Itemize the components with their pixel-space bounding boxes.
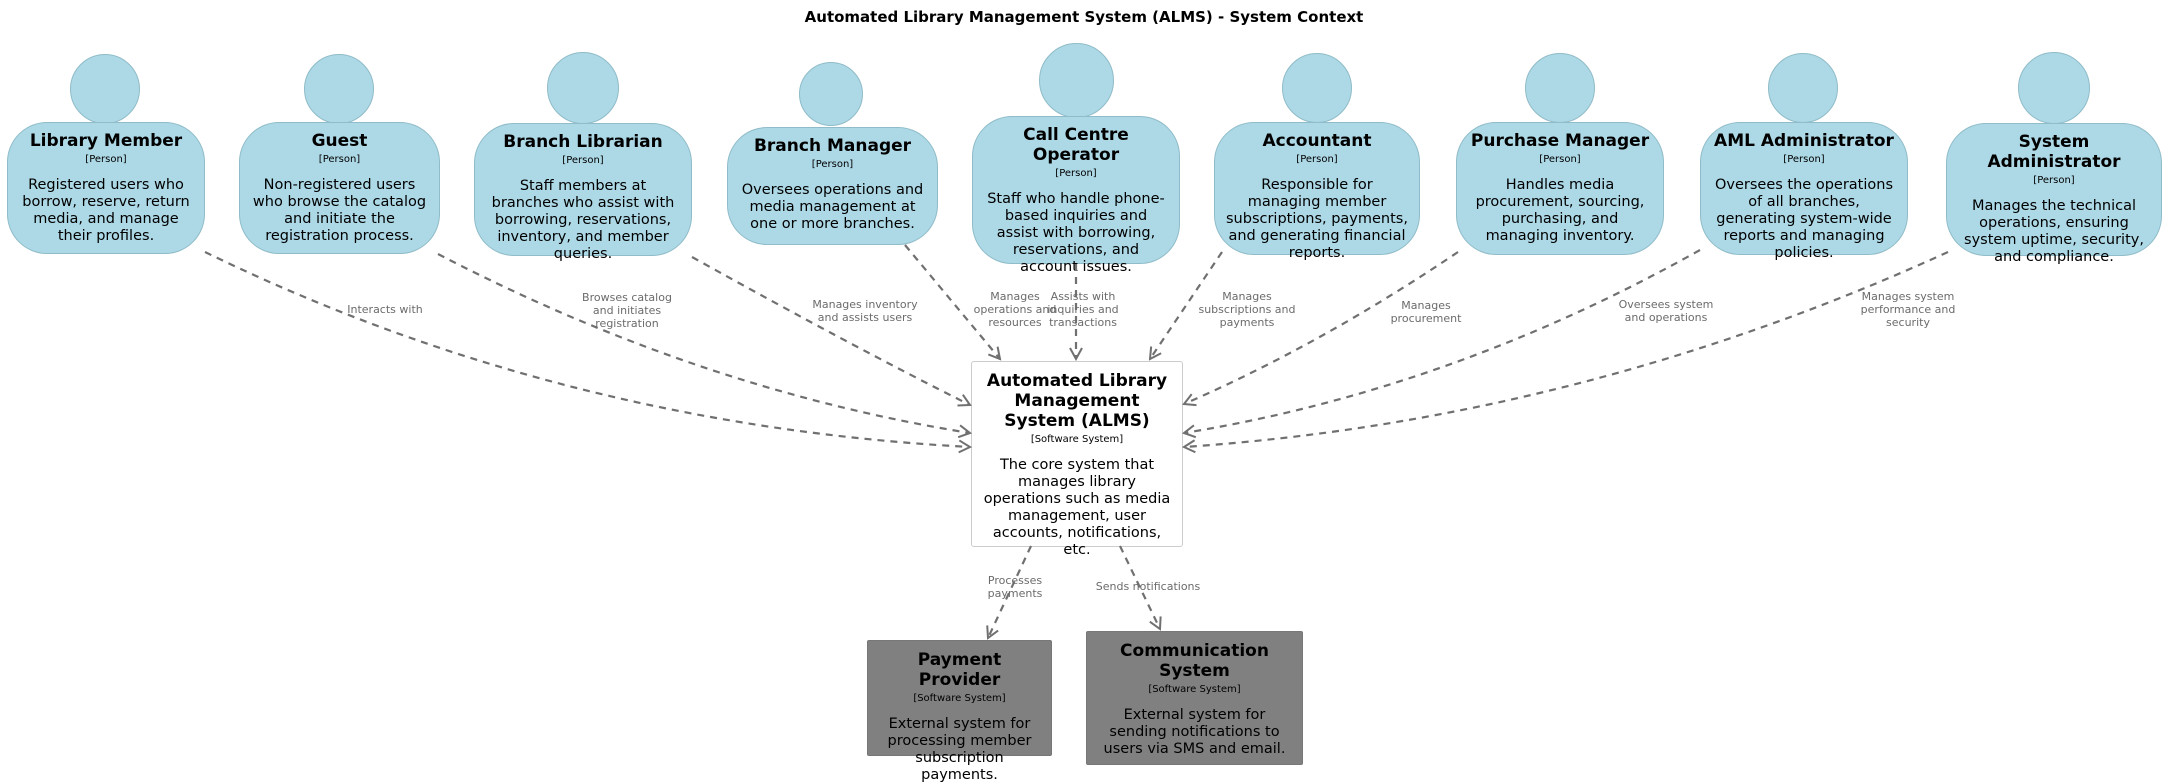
core-system-box[interactable]: Automated Library Management System (ALM… [971, 361, 1183, 558]
person-stereotype: [Person] [1055, 168, 1097, 179]
person-card: Call Centre Operator [Person] Staff who … [972, 116, 1180, 275]
relationship-label: Interacts with [347, 303, 423, 316]
person-name: Branch Librarian [503, 132, 663, 152]
system-stereotype: [Software System] [913, 693, 1006, 704]
external-system-communication-system[interactable]: Communication System [Software System] E… [1086, 631, 1303, 765]
person-stereotype: [Person] [1783, 154, 1825, 165]
person-head-icon [547, 52, 619, 124]
person-name: Accountant [1262, 131, 1372, 151]
person-stereotype: [Person] [1296, 154, 1338, 165]
person-head-icon [1039, 43, 1114, 118]
person-description: Responsible for managing member subscrip… [1226, 177, 1408, 261]
person-description: Staff who handle phone-based inquiries a… [987, 191, 1165, 275]
person-description: Oversees operations and media management… [741, 182, 924, 232]
person-head-icon [2018, 52, 2090, 124]
relationship-arrow [1150, 251, 1223, 359]
person-description: Staff members at branches who assist wit… [491, 178, 675, 262]
external-system-payment-provider[interactable]: Payment Provider [Software System] Exter… [867, 640, 1052, 783]
person-stereotype: [Person] [811, 159, 854, 170]
person-description: Non-registered users who browse the cata… [252, 177, 427, 244]
person-card: Accountant [Person] Responsible for mana… [1214, 122, 1420, 261]
person-card: Purchase Manager [Person] Handles media … [1456, 122, 1664, 255]
person-stereotype: [Person] [562, 155, 604, 166]
system-name: Communication System [1120, 641, 1269, 681]
system-description: The core system that manages library ope… [983, 457, 1171, 558]
relationship-label: Sends notifications [1096, 580, 1201, 593]
relationship-arrow [437, 253, 970, 433]
relationship-arrow [904, 244, 1000, 359]
person-card: System Administrator [Person] Manages th… [1946, 123, 2162, 265]
person-description: Manages the technical operations, ensuri… [1964, 198, 2144, 265]
relationship-arrow [1119, 545, 1160, 629]
relationship-arrow [988, 545, 1032, 638]
person-name: Purchase Manager [1470, 131, 1650, 151]
relationship-arrow [204, 251, 970, 447]
person-stereotype: [Person] [318, 154, 361, 165]
person-card: AML Administrator [Person] Oversees the … [1700, 122, 1908, 261]
person-description: Registered users who borrow, reserve, re… [22, 177, 190, 244]
person-name: Call Centre Operator [1023, 125, 1129, 165]
system-name: Payment Provider [917, 650, 1002, 690]
system-stereotype: [Software System] [1148, 684, 1241, 695]
person-head-icon [799, 62, 863, 126]
person-name: AML Administrator [1714, 131, 1894, 151]
person-card: Library Member [Person] Registered users… [7, 122, 205, 254]
person-stereotype: [Person] [85, 154, 127, 165]
relationship-arrow [1184, 249, 1701, 433]
person-card: Branch Manager [Person] Oversees operati… [727, 127, 938, 245]
person-stereotype: [Person] [2033, 175, 2075, 186]
person-description: Oversees the operations of all branches,… [1714, 177, 1893, 261]
person-head-icon [1768, 53, 1838, 123]
person-name: System Administrator [1987, 132, 2121, 172]
diagram-title: Automated Library Management System (ALM… [804, 8, 1364, 26]
person-name: Library Member [29, 131, 183, 151]
person-card: Branch Librarian [Person] Staff members … [474, 123, 692, 262]
person-description: Handles media procurement, sourcing, pur… [1475, 177, 1645, 244]
system-description: External system for sending notification… [1103, 707, 1286, 757]
relationship-arrow [1184, 251, 1459, 404]
system-name: Automated Library Management System (ALM… [986, 371, 1168, 431]
person-card: Guest [Person] Non-registered users who … [239, 122, 440, 254]
relationship-arrow [691, 256, 970, 405]
person-name: Guest [311, 131, 368, 151]
system-stereotype: [Software System] [1030, 434, 1124, 445]
relationship-arrow [1184, 250, 1949, 447]
person-name: Branch Manager [753, 136, 912, 156]
person-stereotype: [Person] [1539, 154, 1581, 165]
